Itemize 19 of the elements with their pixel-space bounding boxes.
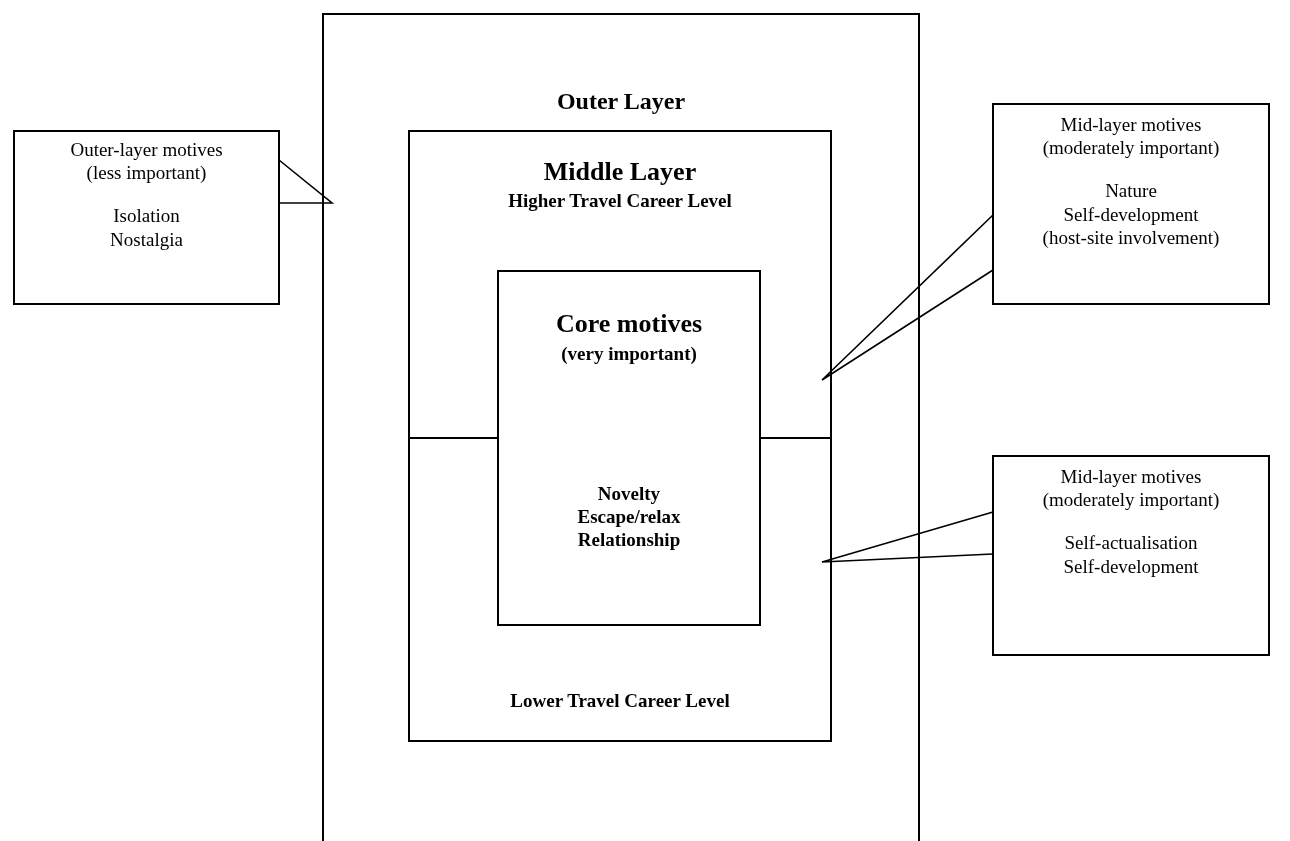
callout-box [992, 103, 1270, 305]
outer-layer-box [322, 13, 920, 841]
callout-heading: Mid-layer motives (moderately important) [1041, 465, 1221, 512]
motive-list: Novelty Escape/relax Relationship [559, 482, 699, 552]
core-title: Core motives [554, 308, 704, 340]
level-label: Lower Travel Career Level [509, 688, 731, 712]
motive-list: Isolation Nostalgia [96, 204, 197, 251]
motive-list: Self-actualisation Self-development [1038, 531, 1224, 578]
core-motives-box [497, 270, 761, 626]
callout-box [992, 455, 1270, 656]
layer-title: Middle Layer [542, 156, 698, 188]
callout-box [13, 130, 280, 305]
callout-heading: Outer-layer motives (less important) [69, 138, 224, 185]
layer-title: Outer Layer [555, 87, 687, 116]
importance-note: (very important) [560, 342, 698, 366]
level-label: Higher Travel Career Level [507, 189, 733, 213]
callout-heading: Mid-layer motives (moderately important) [1041, 113, 1221, 160]
motive-list: Nature Self-development (host-site involvement) [1038, 179, 1224, 249]
middle-layer-box [408, 130, 832, 742]
